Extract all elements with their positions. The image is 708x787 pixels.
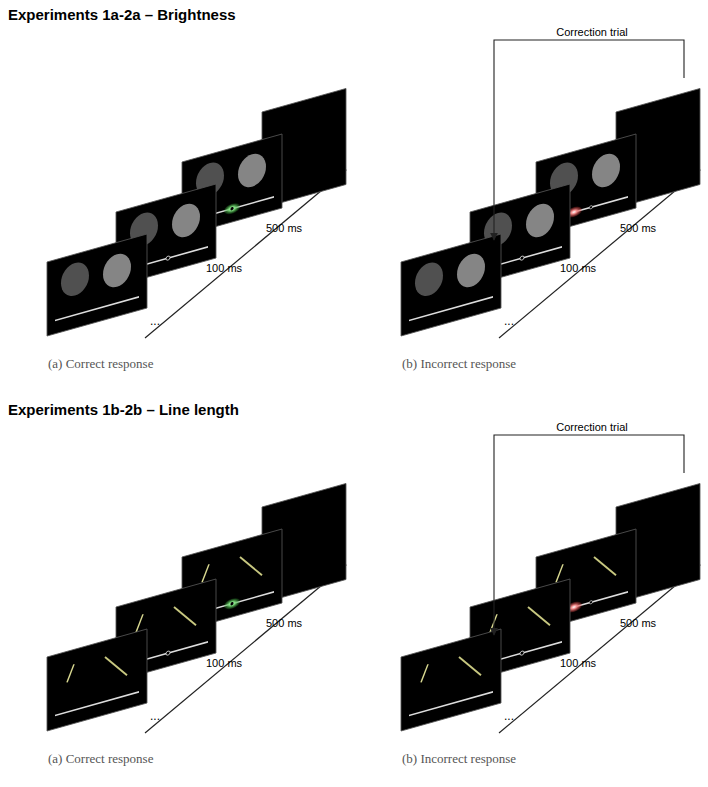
stimulus-line xyxy=(105,651,127,682)
screen-frame xyxy=(401,629,501,731)
disc-light xyxy=(526,200,554,240)
screen-frame xyxy=(47,234,147,336)
disc-light xyxy=(238,150,266,190)
caption: (a) Correct response xyxy=(48,356,153,372)
ellipsis: ... xyxy=(150,314,160,328)
screen xyxy=(401,234,501,336)
slider-dot xyxy=(166,256,170,261)
correction-bracket xyxy=(494,40,684,215)
response-scale xyxy=(55,692,139,716)
duration-label: 100 ms xyxy=(206,657,242,669)
screen xyxy=(47,234,147,336)
stimulus-line xyxy=(556,564,563,582)
slider-dot xyxy=(230,602,233,606)
screen xyxy=(401,629,501,731)
disc-light xyxy=(592,150,620,190)
caption: (b) Incorrect response xyxy=(402,751,516,767)
caption: (b) Incorrect response xyxy=(402,356,516,372)
duration-label: 500 ms xyxy=(266,222,302,234)
disc-dark xyxy=(415,259,443,299)
slider-dot xyxy=(520,651,524,656)
response-scale xyxy=(409,297,493,321)
disc-light xyxy=(103,250,131,290)
stimulus-line xyxy=(459,651,481,682)
screen xyxy=(47,629,147,731)
stimulus-line xyxy=(240,551,262,582)
response-scale xyxy=(55,297,139,321)
feedback-glow xyxy=(224,596,240,610)
duration-label: 500 ms xyxy=(620,617,656,629)
correction-bracket xyxy=(494,435,684,610)
stimulus-line xyxy=(421,664,428,682)
caption: (a) Correct response xyxy=(48,751,153,767)
panel-heading: Experiments 1b-2b – Line length xyxy=(8,401,239,418)
screen-frame xyxy=(401,234,501,336)
feedback-glow xyxy=(224,201,240,215)
ellipsis: ... xyxy=(150,709,160,723)
ellipsis: ... xyxy=(504,709,514,723)
stimulus-line xyxy=(67,664,74,682)
bracket-label: Correction trial xyxy=(553,421,631,433)
disc-light xyxy=(172,200,200,240)
correction-arrow xyxy=(493,215,494,240)
bracket-label: Correction trial xyxy=(553,26,631,38)
duration-label: 100 ms xyxy=(206,262,242,274)
ellipsis: ... xyxy=(504,314,514,328)
duration-label: 500 ms xyxy=(266,617,302,629)
slider-dot xyxy=(230,207,233,211)
disc-dark xyxy=(61,259,89,299)
slider-dot xyxy=(589,600,592,604)
stimulus-line xyxy=(136,614,143,632)
screen-frame xyxy=(47,629,147,731)
stimulus-line xyxy=(202,564,209,582)
slider-dot xyxy=(520,256,524,261)
disc-light xyxy=(457,250,485,290)
slider-dot xyxy=(166,651,170,656)
stimulus-line xyxy=(528,601,550,632)
duration-label: 100 ms xyxy=(560,262,596,274)
duration-label: 100 ms xyxy=(560,657,596,669)
stimulus-line xyxy=(174,601,196,632)
duration-label: 500 ms xyxy=(620,222,656,234)
stimulus-line xyxy=(594,551,616,582)
correction-arrow xyxy=(493,610,494,635)
panel-heading: Experiments 1a-2a – Brightness xyxy=(8,6,236,23)
slider-dot xyxy=(589,205,592,209)
response-scale xyxy=(409,692,493,716)
